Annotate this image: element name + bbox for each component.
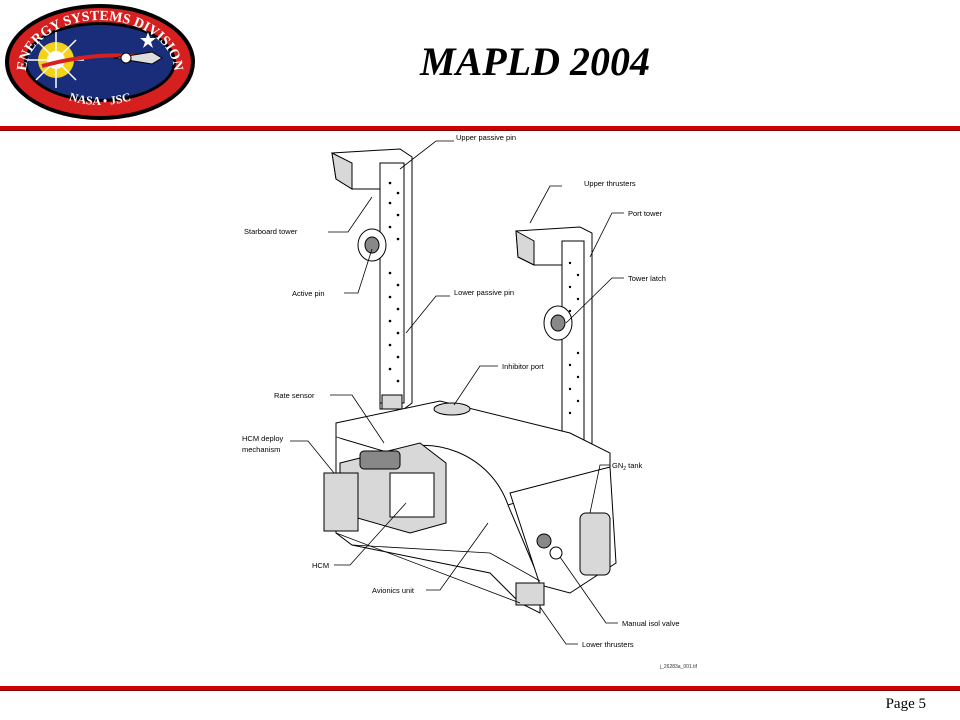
page-title: MAPLD 2004	[420, 39, 650, 84]
label-lower-thrusters: Lower thrusters	[582, 640, 634, 649]
drawing-id: j_26283a_001.tif	[659, 664, 698, 670]
label-inhibitor-port: Inhibitor port	[502, 362, 545, 371]
label-active-pin: Active pin	[292, 289, 325, 298]
label-rate-sensor: Rate sensor	[274, 391, 315, 400]
label-hcm: HCM	[312, 561, 329, 570]
label-gn2-tank: GN2 tank	[612, 461, 643, 472]
label-tower-latch: Tower latch	[628, 274, 666, 283]
base-plate-drawing	[323, 400, 617, 614]
starboard-tower-drawing	[331, 148, 413, 410]
label-hcm-deploy-line2: mechanism	[242, 445, 280, 454]
label-upper-passive-pin: Upper passive pin	[456, 133, 516, 142]
footer-rule	[0, 686, 960, 690]
label-lower-passive-pin: Lower passive pin	[454, 288, 514, 297]
label-starboard-tower: Starboard tower	[244, 227, 298, 236]
label-avionics-unit: Avionics unit	[372, 586, 415, 595]
logo-arc-bottom-text: NASA • JSC	[68, 90, 133, 108]
leader-lines	[290, 140, 624, 645]
label-upper-thrusters: Upper thrusters	[584, 179, 636, 188]
label-hcm-deploy-line1: HCM deploy	[242, 434, 284, 443]
label-manual-isol-valve: Manual isol valve	[622, 619, 680, 628]
label-port-tower: Port tower	[628, 209, 663, 218]
footer-rule-shadow	[0, 690, 960, 691]
header-rule	[0, 126, 960, 130]
energy-systems-division-logo: ENERGY SYSTEMS DIVISION NASA • JSC	[2, 2, 198, 122]
port-tower-drawing	[515, 226, 593, 452]
hardware-diagram: Upper passive pin Upper thrusters Port t…	[240, 133, 707, 672]
header-rule-shadow	[0, 130, 960, 131]
page-number: Page 5	[885, 696, 926, 712]
